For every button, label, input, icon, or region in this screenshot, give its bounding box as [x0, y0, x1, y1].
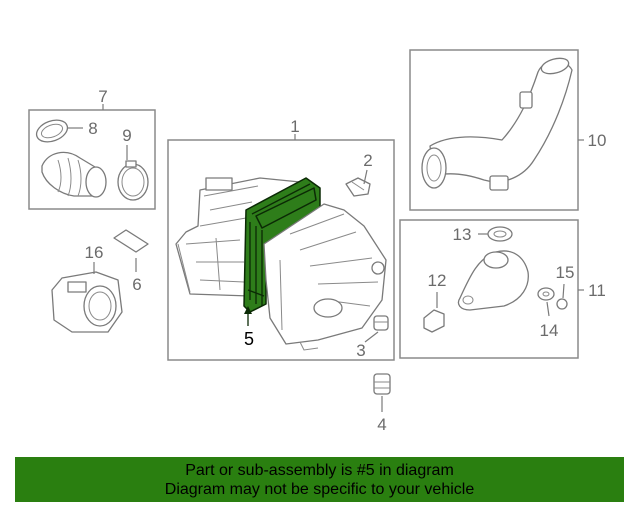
- group-box-10: [409, 49, 579, 211]
- callout-16: 16: [85, 243, 104, 262]
- callout-2: 2: [363, 151, 372, 170]
- intake-duct: [421, 57, 573, 191]
- callout-4: 4: [377, 415, 386, 434]
- mount-part-4: [373, 373, 391, 395]
- throttle-body-part-16: [51, 271, 123, 333]
- callout-8: 8: [88, 119, 97, 138]
- callout-3: 3: [356, 341, 365, 360]
- banner-line-2: Diagram may not be specific to your vehi…: [164, 481, 475, 498]
- resonator: [457, 250, 529, 311]
- plate-part-6: [113, 229, 149, 253]
- callout-12: 12: [428, 271, 447, 290]
- callout-10: 10: [588, 131, 607, 150]
- group-box-1: [167, 139, 395, 361]
- fitting-part-12: [423, 309, 445, 333]
- clip-part-15: [556, 298, 568, 310]
- intake-boot: [41, 151, 107, 198]
- callout-7: 7: [98, 87, 107, 106]
- grommet-part-3: [373, 315, 389, 331]
- clamp-part-9: [117, 160, 149, 201]
- clamp-part-8: [35, 119, 69, 143]
- callout-1: 1: [290, 117, 299, 136]
- callout-9: 9: [122, 126, 131, 145]
- callout-6: 6: [132, 275, 141, 294]
- bushing-part-14: [537, 287, 555, 301]
- callout-11: 11: [588, 281, 606, 300]
- parts-diagram: 1 2 3 4 5 6 7 8 9 10 11 12 13 14 15 16: [28, 49, 607, 434]
- air-cleaner-case: [263, 203, 387, 351]
- clip-part-2: [345, 177, 371, 197]
- banner-line-1: Part or sub-assembly is #5 in diagram: [185, 462, 454, 479]
- callout-5: 5: [244, 329, 254, 349]
- info-banner: Part or sub-assembly is #5 in diagram Di…: [15, 457, 624, 502]
- group-box-7: [28, 109, 156, 210]
- washer-part-13: [487, 226, 513, 242]
- callout-13: 13: [453, 225, 472, 244]
- callout-14: 14: [540, 321, 559, 340]
- group-box-11: [399, 219, 579, 359]
- callout-15: 15: [556, 263, 575, 282]
